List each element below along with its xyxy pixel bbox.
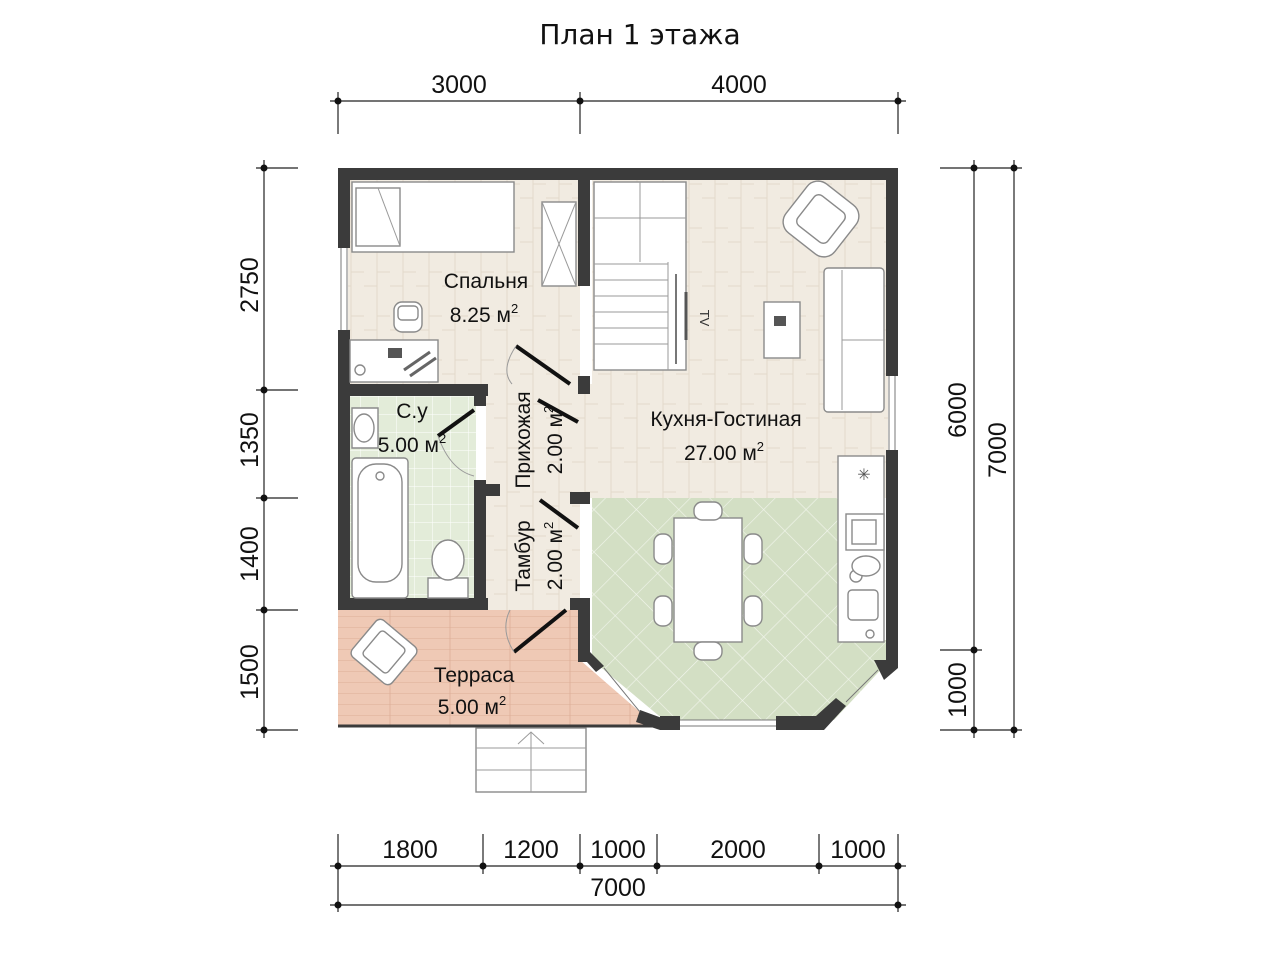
dim-bottom-1: 1800 <box>382 836 438 864</box>
dim-top-1: 3000 <box>431 71 487 99</box>
windows <box>340 248 896 727</box>
bathroom-name: С.у <box>396 400 428 423</box>
dimension-top: 3000 4000 <box>330 71 906 134</box>
room-label-terrace: Терраса 5.00 м2 <box>434 664 515 719</box>
entrance-steps <box>475 727 587 793</box>
bathroom-area-unit-power: 2 <box>439 431 446 446</box>
room-label-bathroom: С.у 5.00 м2 <box>378 400 446 457</box>
dim-bottom-4: 2000 <box>710 836 766 864</box>
desk-chair <box>393 301 423 333</box>
terrace-area-unit-power: 2 <box>499 693 506 708</box>
terrace-floor <box>338 610 656 726</box>
bedroom-name: Спальня <box>444 270 528 293</box>
dim-left-2: 1350 <box>236 412 264 468</box>
dim-left-1: 2750 <box>236 257 264 313</box>
terrace-name: Терраса <box>434 664 515 687</box>
vestibule-area: 2.00 м <box>544 529 567 590</box>
svg-text:2.00 м2: 2.00 м2 <box>541 522 567 590</box>
vestibule-name: Тамбур <box>512 520 535 591</box>
hall-floor <box>486 384 580 610</box>
dimension-bottom: 1800 1200 1000 2000 1000 7000 <box>330 834 906 912</box>
coffee-table <box>763 301 801 359</box>
svg-text:5.00 м2: 5.00 м2 <box>378 431 446 457</box>
room-label-hall: Прихожая 2.00 м2 <box>512 391 567 488</box>
kitchen-counter: ✳ <box>837 455 885 643</box>
vestibule-area-unit-power: 2 <box>541 522 556 529</box>
living-area-unit-power: 2 <box>757 439 764 454</box>
bedroom-area: 8.25 м <box>450 304 511 327</box>
dim-bottom-2: 1200 <box>503 836 559 864</box>
bedroom-area-unit-power: 2 <box>511 301 518 316</box>
plan-title: План 1 этажа <box>539 18 740 51</box>
living-name: Кухня-Гостиная <box>650 408 801 431</box>
hall-area-unit-power: 2 <box>541 406 556 413</box>
bed <box>351 181 515 253</box>
hall-area: 2.00 м <box>544 413 567 474</box>
terrace-chair <box>350 618 418 686</box>
dim-bottom-total: 7000 <box>590 874 646 902</box>
dim-left-4: 1500 <box>236 644 264 700</box>
tv-label: TV <box>697 310 712 327</box>
room-label-living: Кухня-Гостиная 27.00 м2 <box>650 408 801 465</box>
dim-right-2: 1000 <box>944 662 972 718</box>
dining-set <box>653 501 763 661</box>
armchair <box>782 180 860 258</box>
walls <box>338 168 898 730</box>
dim-bottom-3: 1000 <box>590 836 646 864</box>
doors <box>436 344 580 654</box>
living-area: 27.00 м <box>684 442 757 465</box>
bathroom-fixtures <box>351 407 469 599</box>
dim-bottom-5: 1000 <box>830 836 886 864</box>
room-label-vestibule: Тамбур 2.00 м2 <box>512 520 567 591</box>
room-label-bedroom: Спальня 8.25 м2 <box>444 270 528 327</box>
svg-text:✳: ✳ <box>857 465 870 484</box>
dimension-left: 2750 1350 1400 1500 <box>236 160 298 738</box>
dim-right-total: 7000 <box>984 422 1012 478</box>
bathroom-area: 5.00 м <box>378 434 439 457</box>
dim-right-1: 6000 <box>944 382 972 438</box>
wardrobe <box>541 201 577 287</box>
tv-stand: TV <box>684 292 712 340</box>
dim-left-3: 1400 <box>236 526 264 582</box>
desk <box>349 339 439 383</box>
terrace-area: 5.00 м <box>438 696 499 719</box>
dimension-right: 6000 1000 7000 <box>940 160 1022 738</box>
hall-name: Прихожая <box>512 391 535 488</box>
stairs <box>593 181 687 371</box>
svg-text:5.00 м2: 5.00 м2 <box>438 693 506 719</box>
svg-text:27.00 м2: 27.00 м2 <box>684 439 764 465</box>
svg-text:2.00 м2: 2.00 м2 <box>541 406 567 474</box>
dim-top-2: 4000 <box>711 71 767 99</box>
svg-text:8.25 м2: 8.25 м2 <box>450 301 518 327</box>
sofa <box>823 267 885 413</box>
